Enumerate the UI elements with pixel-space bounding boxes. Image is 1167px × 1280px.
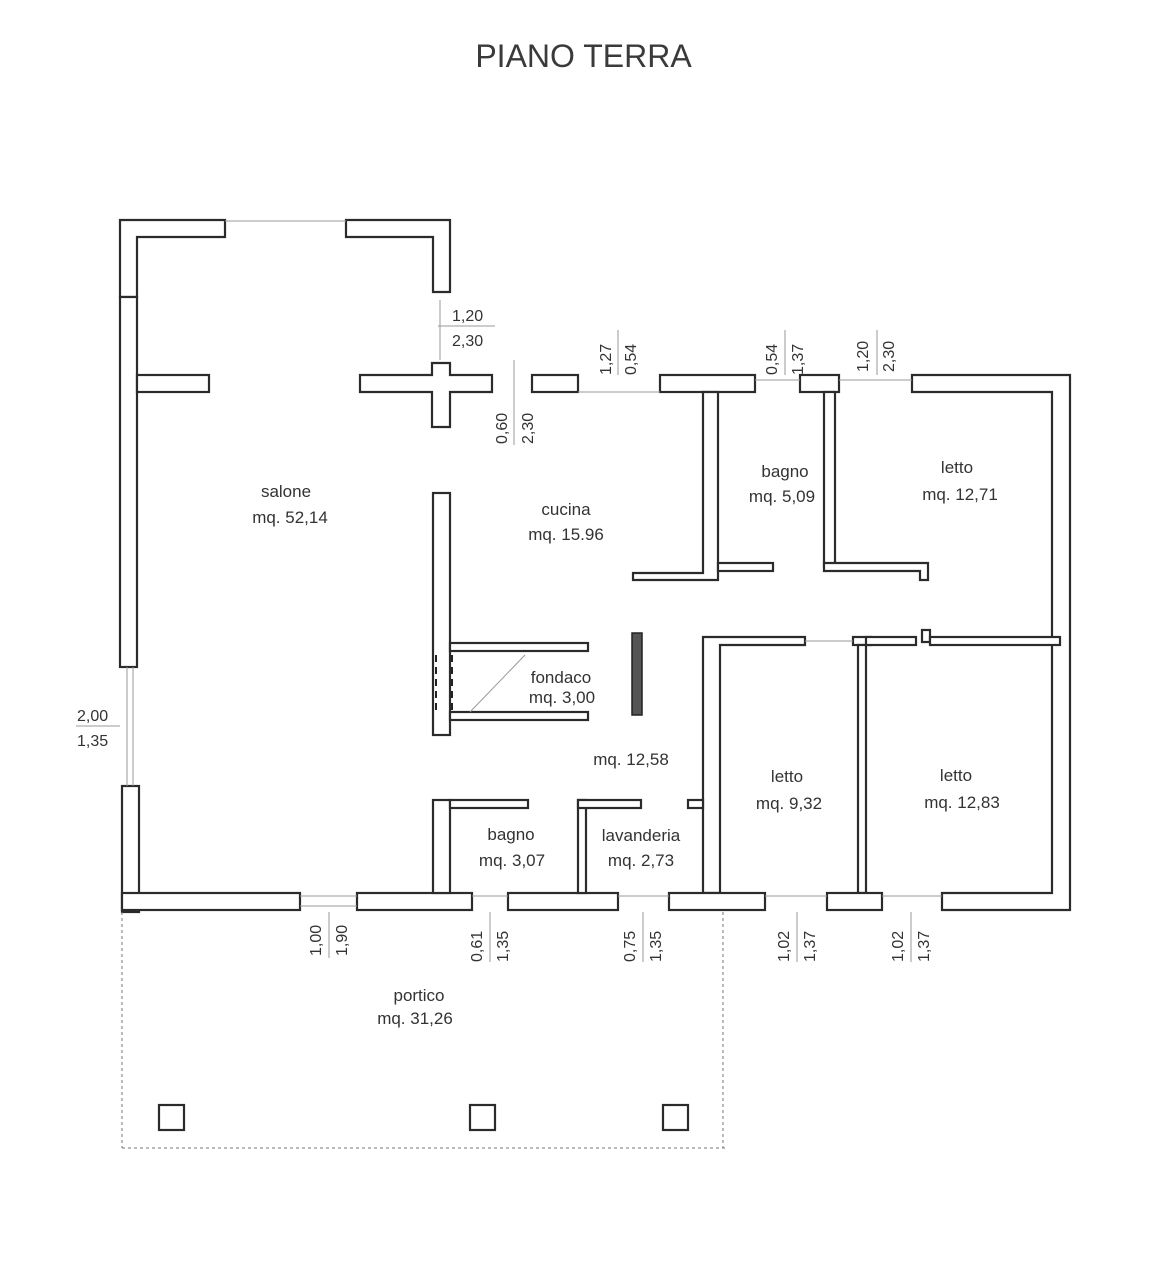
dimension: 1,35 (77, 733, 108, 750)
dimension: 1,37 (802, 931, 819, 962)
dimension: 0,54 (764, 344, 781, 375)
dimension: 1,20 (452, 308, 483, 325)
room-labels: salone mq. 52,14 cucina mq. 15.96 bagno … (252, 458, 1000, 1028)
pillar (157, 1103, 186, 1132)
pillar (468, 1103, 497, 1132)
plan-title: PIANO TERRA (475, 38, 692, 74)
dimension: 2,30 (452, 333, 483, 350)
room-name: salone (261, 482, 311, 501)
dimension: 1,00 (308, 925, 325, 956)
openings (121, 220, 942, 1149)
dimension: 0,54 (623, 344, 640, 375)
room-name: bagno (761, 462, 808, 481)
room-area: mq. 2,73 (608, 851, 674, 870)
portico-pillars (157, 1103, 690, 1132)
dimension: 0,60 (494, 413, 511, 444)
room-area: mq. 12,83 (924, 793, 1000, 812)
room-name: fondaco (531, 668, 592, 687)
dimension: 0,61 (469, 931, 486, 962)
room-area: mq. 12,71 (922, 485, 998, 504)
pillar (661, 1103, 690, 1132)
dimension: 2,00 (77, 708, 108, 725)
dimension: 1,02 (890, 931, 907, 962)
room-name: letto (940, 766, 972, 785)
dimension: 1,02 (776, 931, 793, 962)
room-name: portico (393, 986, 444, 1005)
room-area: mq. 3,00 (529, 688, 595, 707)
room-area: mq. 3,07 (479, 851, 545, 870)
dimension: 1,35 (495, 931, 512, 962)
dimension: 2,30 (520, 413, 537, 444)
room-area: mq. 31,26 (377, 1009, 453, 1028)
room-name: cucina (541, 500, 591, 519)
room-area: mq. 5,09 (749, 487, 815, 506)
dimension: 1,20 (855, 341, 872, 372)
room-area: mq. 15.96 (528, 525, 604, 544)
dimension: 1,37 (790, 344, 807, 375)
dimension: 1,37 (916, 931, 933, 962)
room-area: mq. 52,14 (252, 508, 328, 527)
dimension: 1,90 (334, 925, 351, 956)
room-name: bagno (487, 825, 534, 844)
room-name: letto (771, 767, 803, 786)
walls (118, 218, 1072, 914)
dimension: 0,75 (622, 931, 639, 962)
dimension-labels: 1,20 2,30 0,60 2,30 1,27 0,54 0,54 1,37 … (76, 300, 933, 962)
dimension: 1,27 (598, 344, 615, 375)
room-name: lavanderia (602, 826, 681, 845)
room-area: mq. 12,58 (593, 750, 669, 769)
dimension: 1,35 (648, 931, 665, 962)
room-area: mq. 9,32 (756, 794, 822, 813)
room-name: letto (941, 458, 973, 477)
dimension: 2,30 (881, 341, 898, 372)
